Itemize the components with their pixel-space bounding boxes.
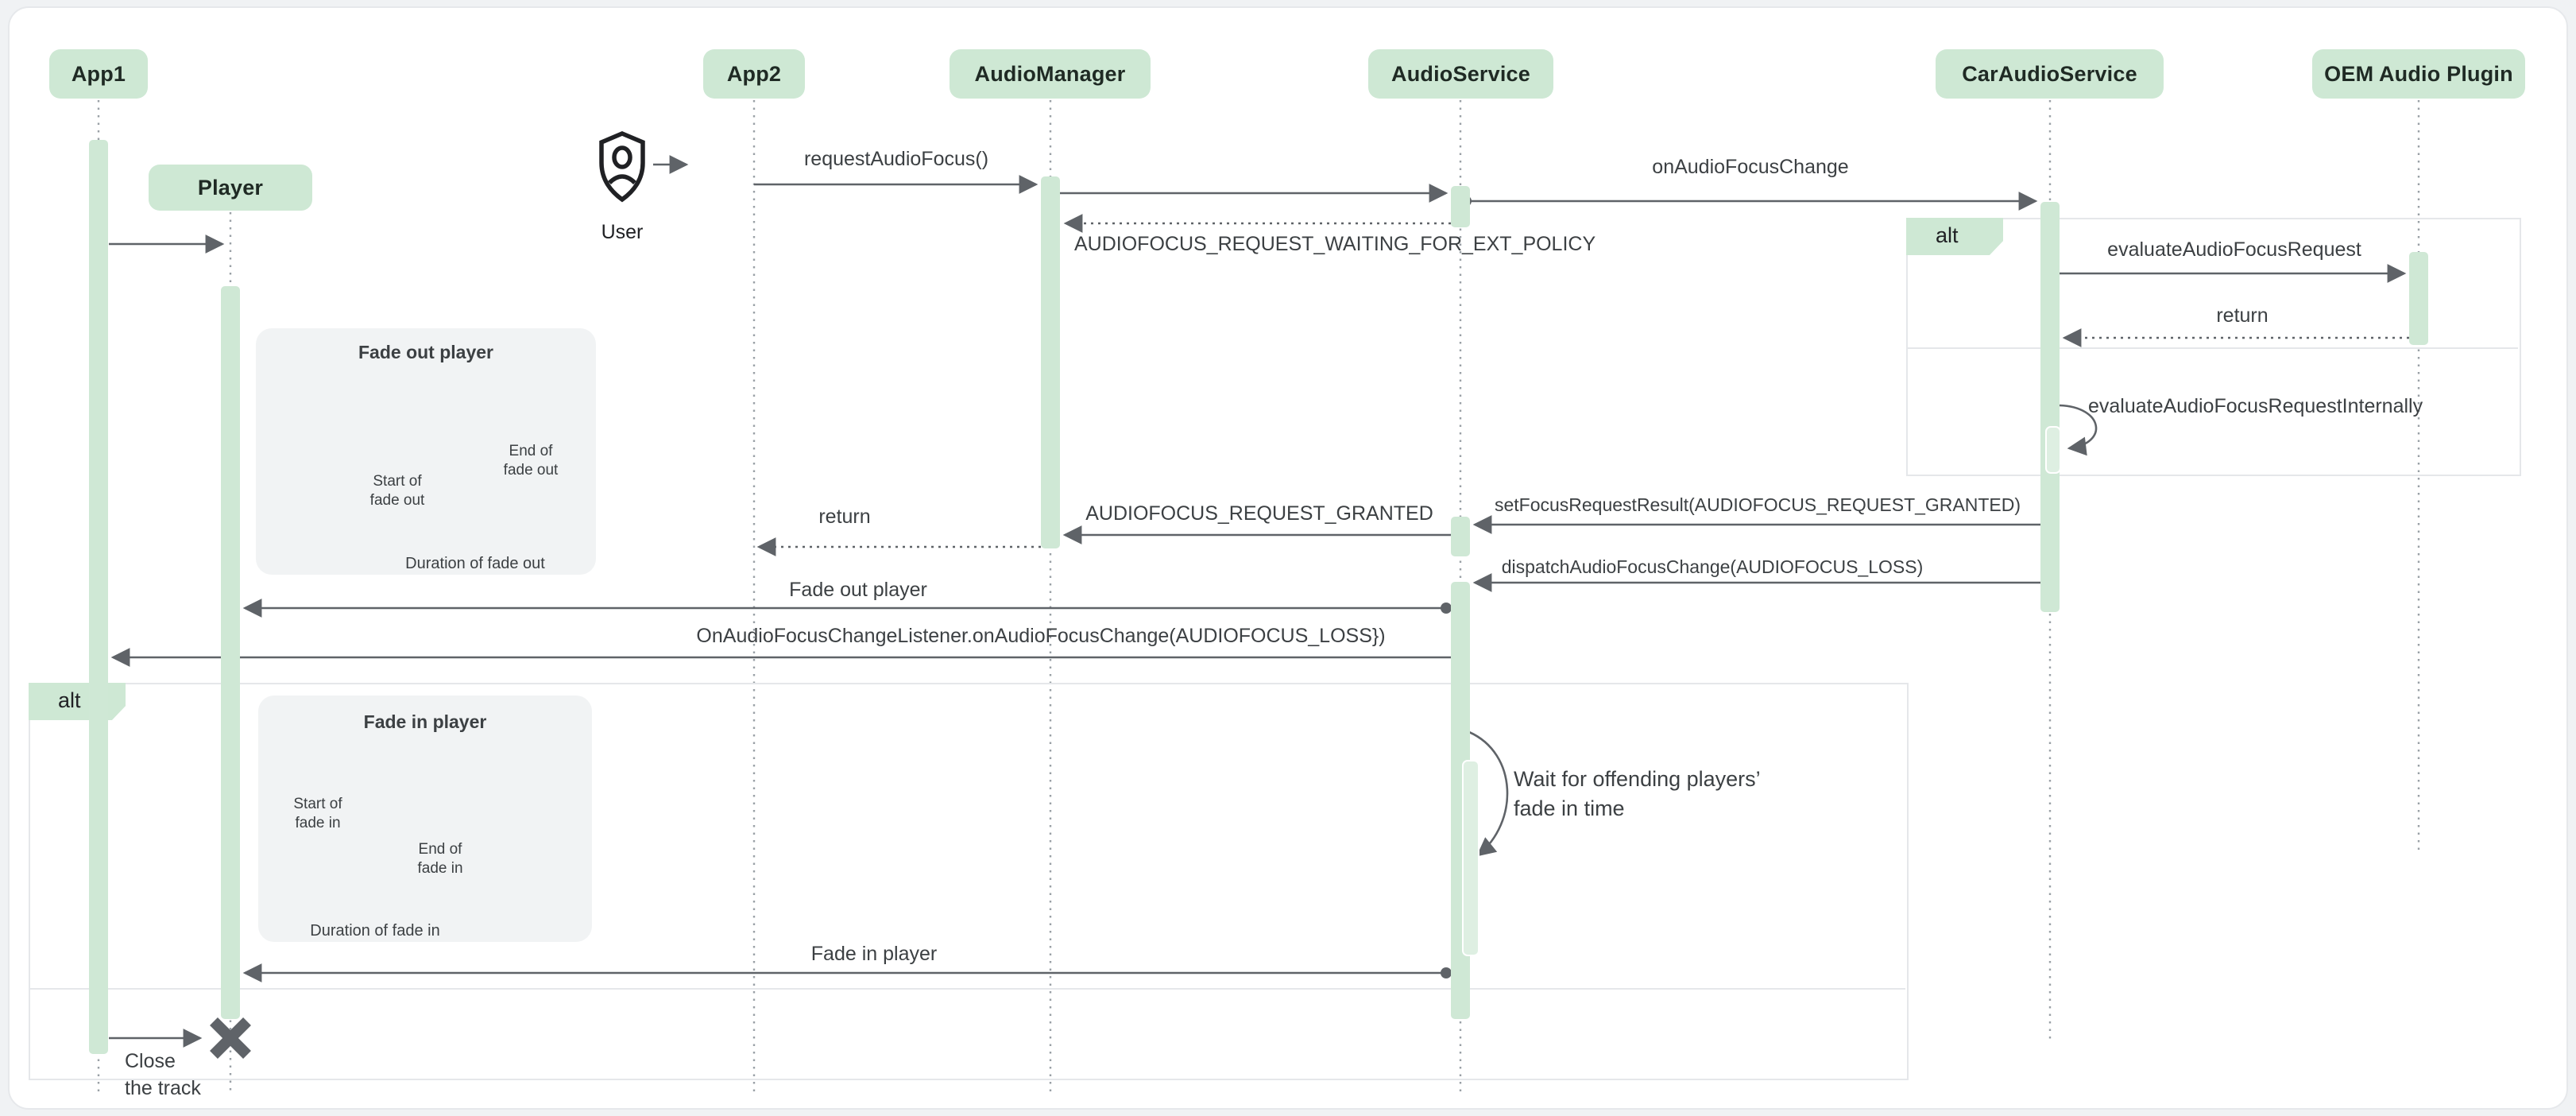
fade-out-panel [256, 328, 596, 575]
msg-fade-out-player: Fade out player [789, 579, 927, 601]
fade-in-duration-label: Duration of fade in [310, 922, 440, 940]
fade-out-title: Fade out player [358, 342, 493, 362]
actor-app2: App2 [703, 49, 805, 99]
alt-fragment-left-label-shape [29, 683, 126, 720]
activation-caraudioservice [2040, 202, 2060, 612]
msg-fade-in-player: Fade in player [810, 943, 938, 965]
alt-fragment-left-divider [29, 988, 1905, 990]
user-shield-icon [599, 131, 645, 203]
actor-app1: App1 [49, 49, 148, 99]
fade-in-end-label: End of fade in [417, 841, 463, 877]
msg-waiting-ext-policy: AUDIOFOCUS_REQUEST_WAITING_FOR_EXT_POLIC… [1074, 233, 1596, 255]
evaluate-internally-self-arrow [2059, 404, 2098, 456]
msg-dispatch-focus-change: dispatchAudioFocusChange(AUDIOFOCUS_LOSS… [1501, 556, 1924, 577]
alt-fragment-left-label: alt [58, 688, 81, 712]
actor-caraudioservice: CarAudioService [1936, 49, 2164, 99]
actor-audioservice: AudioService [1368, 49, 1553, 99]
activation-audioservice-nested [1462, 760, 1479, 956]
user-label: User [601, 221, 644, 243]
actor-audiomanager: AudioManager [950, 49, 1151, 99]
fade-in-start-label: Start of fade in [293, 796, 342, 831]
alt-fragment-right-label: alt [1936, 223, 1959, 247]
fade-out-end-label: End of fade out [503, 443, 559, 479]
msg-request-audio-focus: requestAudioFocus() [803, 148, 989, 170]
fade-in-title: Fade in player [363, 711, 487, 732]
alt-fragment-right-divider [1906, 347, 2518, 349]
actor-player: Player [149, 165, 312, 211]
activation-audioservice-1 [1451, 186, 1470, 227]
msg-request-granted: AUDIOFOCUS_REQUEST_GRANTED [1085, 502, 1433, 525]
msg-evaluate-return: return [2216, 304, 2269, 327]
note-wait-fade-in: Wait for offending players’ fade in time [1514, 767, 1761, 820]
activation-oem [2409, 252, 2428, 345]
activation-app1 [89, 140, 108, 1054]
msg-evaluate-internally: evaluateAudioFocusRequestInternally [2088, 395, 2423, 417]
activation-caraudioservice-nested [2045, 426, 2061, 474]
actor-oem-audio-plugin: OEM Audio Plugin [2312, 49, 2525, 99]
msg-close-track: Close the track [125, 1050, 201, 1099]
alt-fragment-left [29, 683, 1909, 1080]
activation-player [221, 286, 240, 1019]
fade-in-panel [258, 696, 592, 942]
activation-audiomanager [1041, 176, 1060, 548]
msg-granted-return: return [818, 506, 871, 528]
msg-on-audio-focus-change: onAudioFocusChange [1652, 156, 1849, 178]
activation-audioservice-2 [1451, 517, 1470, 556]
wait-self-arrow [1468, 730, 1509, 857]
msg-set-focus-request-result: setFocusRequestResult(AUDIOFOCUS_REQUEST… [1494, 494, 2021, 515]
alt-fragment-right-label-shape [1906, 218, 2003, 255]
fade-out-start-label: Start of fade out [369, 473, 425, 509]
fade-out-duration-label: Duration of fade out [405, 555, 545, 572]
destroy-x-icon [210, 1017, 251, 1059]
msg-evaluate-request: evaluateAudioFocusRequest [2107, 238, 2361, 261]
alt-fragment-right [1906, 218, 2521, 476]
msg-on-change-listener: OnAudioFocusChangeListener.onAudioFocusC… [696, 625, 1386, 647]
